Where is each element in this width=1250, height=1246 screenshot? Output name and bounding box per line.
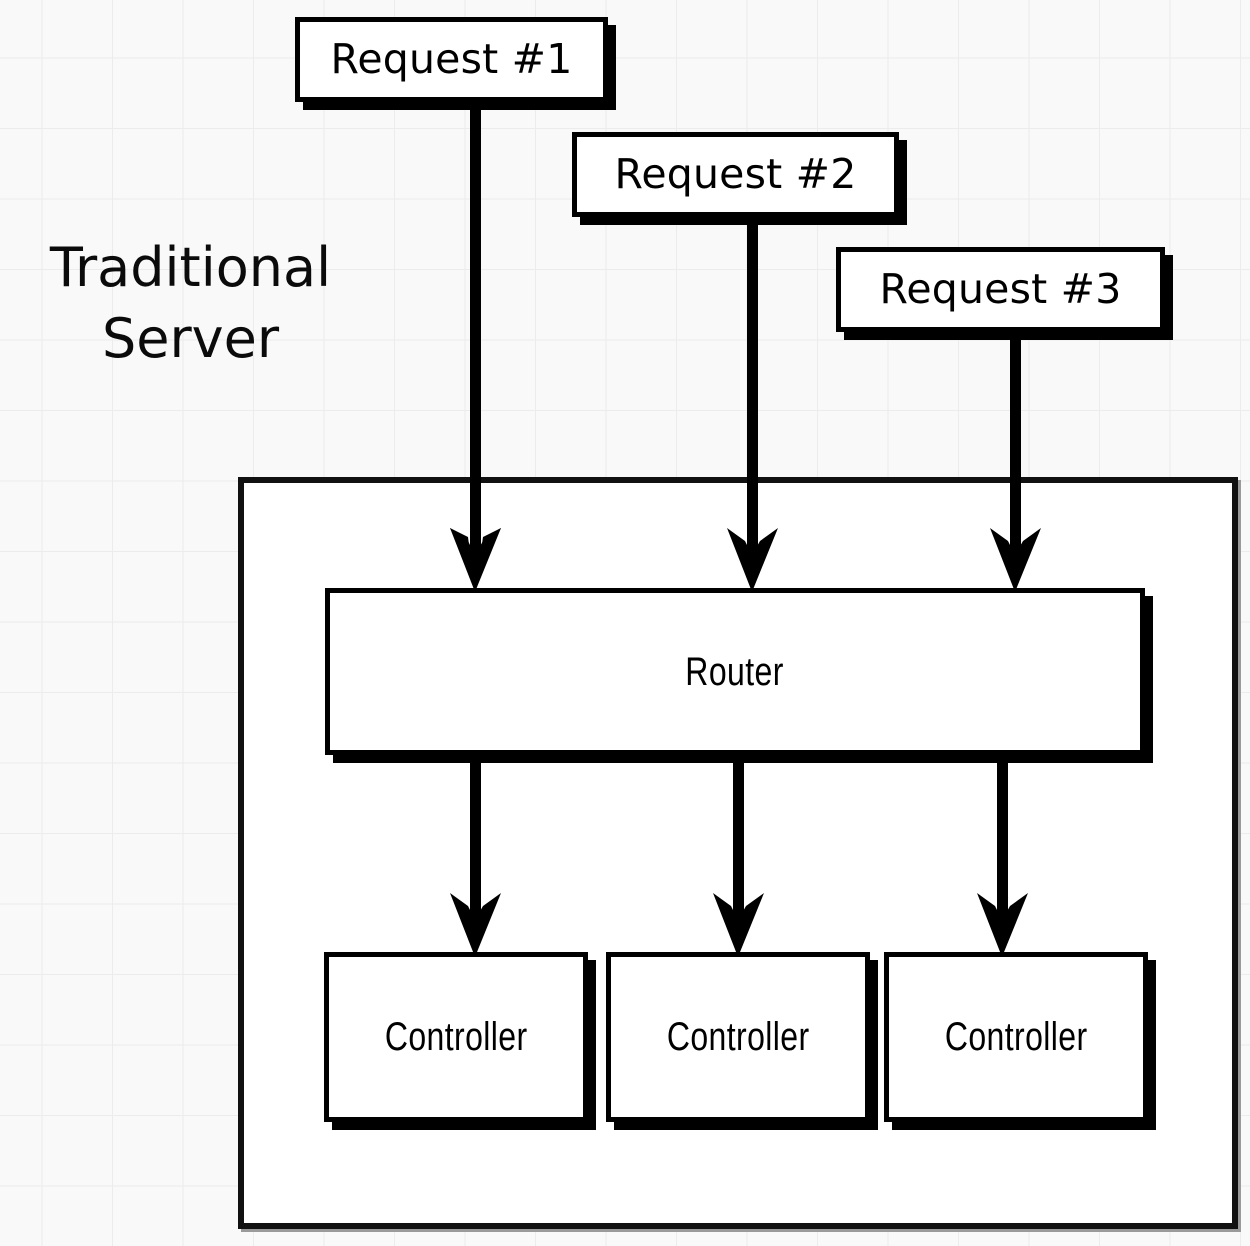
page-title-line-2: Server — [101, 307, 280, 371]
controller-3-label: Controller — [944, 1015, 1088, 1059]
arrow-request-1-to-router — [445, 100, 505, 595]
router-box[interactable]: Router — [325, 588, 1145, 755]
controller-3-box[interactable]: Controller — [884, 952, 1148, 1122]
router-label: Router — [685, 649, 785, 694]
arrow-router-to-controller-3 — [972, 752, 1032, 960]
page-title: Traditional Server — [8, 232, 373, 375]
controller-1-box[interactable]: Controller — [324, 952, 588, 1122]
request-1-box[interactable]: Request #1 — [295, 17, 608, 102]
request-1-label: Request #1 — [330, 34, 573, 83]
arrow-router-to-controller-2 — [708, 752, 768, 960]
controller-2-box[interactable]: Controller — [606, 952, 870, 1122]
controller-2-label: Controller — [666, 1015, 810, 1059]
request-3-label: Request #3 — [879, 264, 1122, 313]
request-2-box[interactable]: Request #2 — [572, 132, 899, 217]
arrow-router-to-controller-1 — [445, 752, 505, 960]
controller-1-label: Controller — [384, 1015, 528, 1059]
request-3-box[interactable]: Request #3 — [836, 247, 1165, 332]
request-2-label: Request #2 — [614, 149, 857, 198]
arrow-request-2-to-router — [722, 215, 782, 595]
page-title-line-1: Traditional — [49, 236, 332, 299]
arrow-request-3-to-router — [985, 330, 1045, 595]
